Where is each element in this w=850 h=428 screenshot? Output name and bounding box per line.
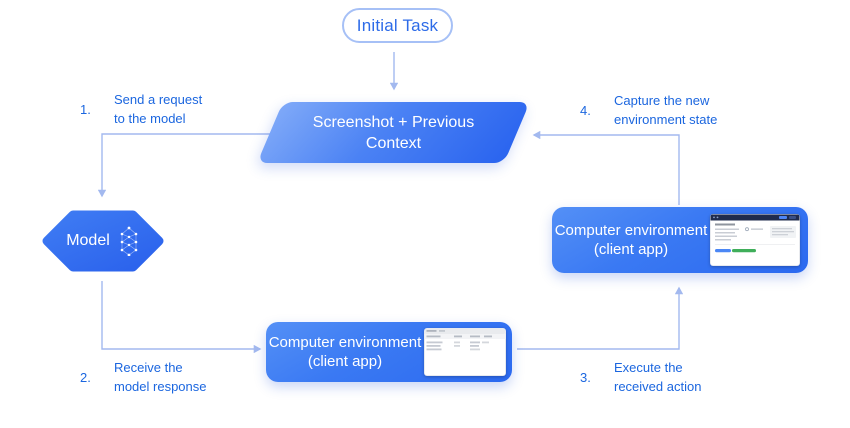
screenshot-context-node: Screenshot + Previous Context [257, 102, 530, 163]
step-3-line1: Execute the [614, 360, 683, 375]
step-4-number: 4. [580, 102, 591, 118]
app-window-screenshot [710, 214, 800, 266]
initial-task-node: Initial Task [342, 8, 453, 43]
initial-task-label: Initial Task [356, 15, 439, 35]
step-1-label: 1. Send a request to the model [80, 90, 202, 128]
step-2-number: 2. [80, 369, 91, 385]
arrow-model-to-environment [101, 281, 262, 354]
screenshot-context-line1: Screenshot + Previous [312, 113, 475, 131]
step-3-label: 3. Execute the received action [580, 358, 701, 396]
step-3-line2: received action [614, 379, 702, 394]
screenshot-context-line2: Context [365, 134, 422, 152]
model-node: Model [42, 210, 164, 272]
neural-network-icon [120, 226, 138, 256]
environment-right-label: Computer environment (client app) [552, 221, 710, 259]
step-1-line2: to the model [114, 111, 186, 126]
arrow-newstate-to-context [532, 130, 680, 205]
model-label: Model [66, 232, 110, 249]
environment-bottom-label: Computer environment (client app) [266, 333, 424, 371]
step-4-label: 4. Capture the new environment state [580, 91, 717, 129]
environment-bottom-line2: (client app) [307, 353, 383, 370]
step-2-line1: Receive the [114, 360, 183, 375]
step-1-number: 1. [80, 101, 91, 117]
computer-environment-node-current: Computer environment (client app) [266, 322, 512, 382]
computer-environment-node-new: Computer environment (client app) [552, 207, 808, 273]
environment-right-line2: (client app) [593, 241, 669, 258]
screenshot-context-label: Screenshot + Previous Context [270, 102, 517, 163]
arrow-environment-to-newstate [517, 286, 684, 350]
step-2-line2: model response [114, 379, 207, 394]
environment-right-line1: Computer environment [554, 222, 708, 239]
step-4-line1: Capture the new [614, 93, 710, 108]
step-1-line1: Send a request [114, 92, 203, 107]
hexagon-shape [42, 210, 164, 272]
step-3-number: 3. [580, 369, 591, 385]
app-window-screenshot [424, 328, 506, 376]
environment-bottom-line1: Computer environment [268, 334, 422, 351]
step-4-line2: environment state [614, 112, 718, 127]
arrow-context-to-model [97, 133, 270, 198]
step-2-label: 2. Receive the model response [80, 358, 207, 396]
